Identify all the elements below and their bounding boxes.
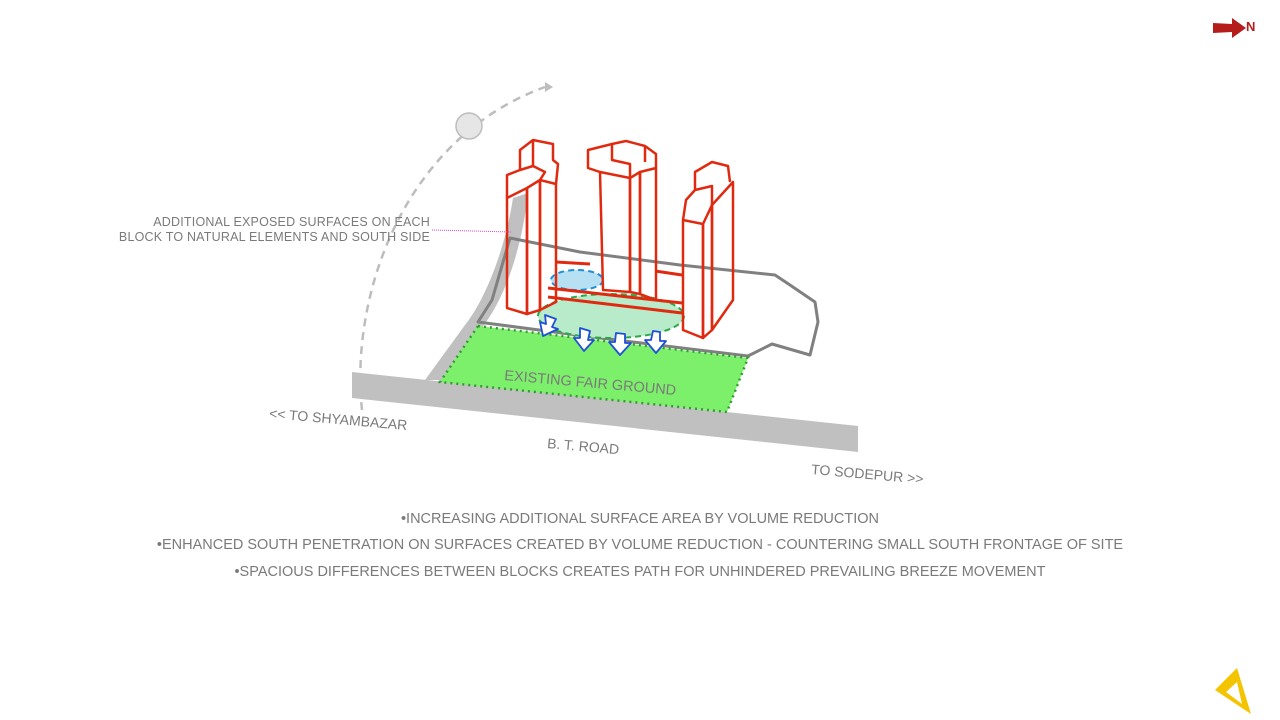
podium-lines xyxy=(547,260,683,315)
breeze-arrow-1 xyxy=(539,314,559,337)
callout-line-1: ADDITIONAL EXPOSED SURFACES ON EACH xyxy=(153,215,430,229)
breeze-arrows xyxy=(539,314,667,356)
callout-line-2: BLOCK TO NATURAL ELEMENTS AND SOUTH SIDE xyxy=(118,230,430,244)
sun-path-arrowhead xyxy=(545,82,553,92)
design-note-2: •ENHANCED SOUTH PENETRATION ON SURFACES … xyxy=(156,537,1124,553)
set-square-logo-icon xyxy=(1215,668,1251,714)
callout-text: ADDITIONAL EXPOSED SURFACES ON EACH BLOC… xyxy=(90,215,430,245)
breeze-arrow-3 xyxy=(608,332,632,356)
design-note-1: •INCREASING ADDITIONAL SURFACE AREA BY V… xyxy=(400,511,880,527)
breeze-arrow-2 xyxy=(573,327,595,352)
north-arrow-icon xyxy=(1213,18,1246,38)
courtyard-blue-ellipse xyxy=(550,269,604,291)
tower-block-2 xyxy=(586,139,658,302)
north-label: N xyxy=(1246,19,1256,34)
tower-block-1 xyxy=(505,138,560,316)
tower-block-3 xyxy=(681,160,735,340)
breeze-arrow-4 xyxy=(644,330,667,354)
sun-path-arc xyxy=(359,85,546,411)
callout-leader xyxy=(431,229,513,233)
site-boundary xyxy=(476,236,820,358)
design-note-3: •SPACIOUS DIFFERENCES BETWEEN BLOCKS CRE… xyxy=(234,564,1046,580)
approach-road xyxy=(425,193,528,380)
bt-road xyxy=(352,372,858,452)
sun-icon xyxy=(455,112,483,140)
